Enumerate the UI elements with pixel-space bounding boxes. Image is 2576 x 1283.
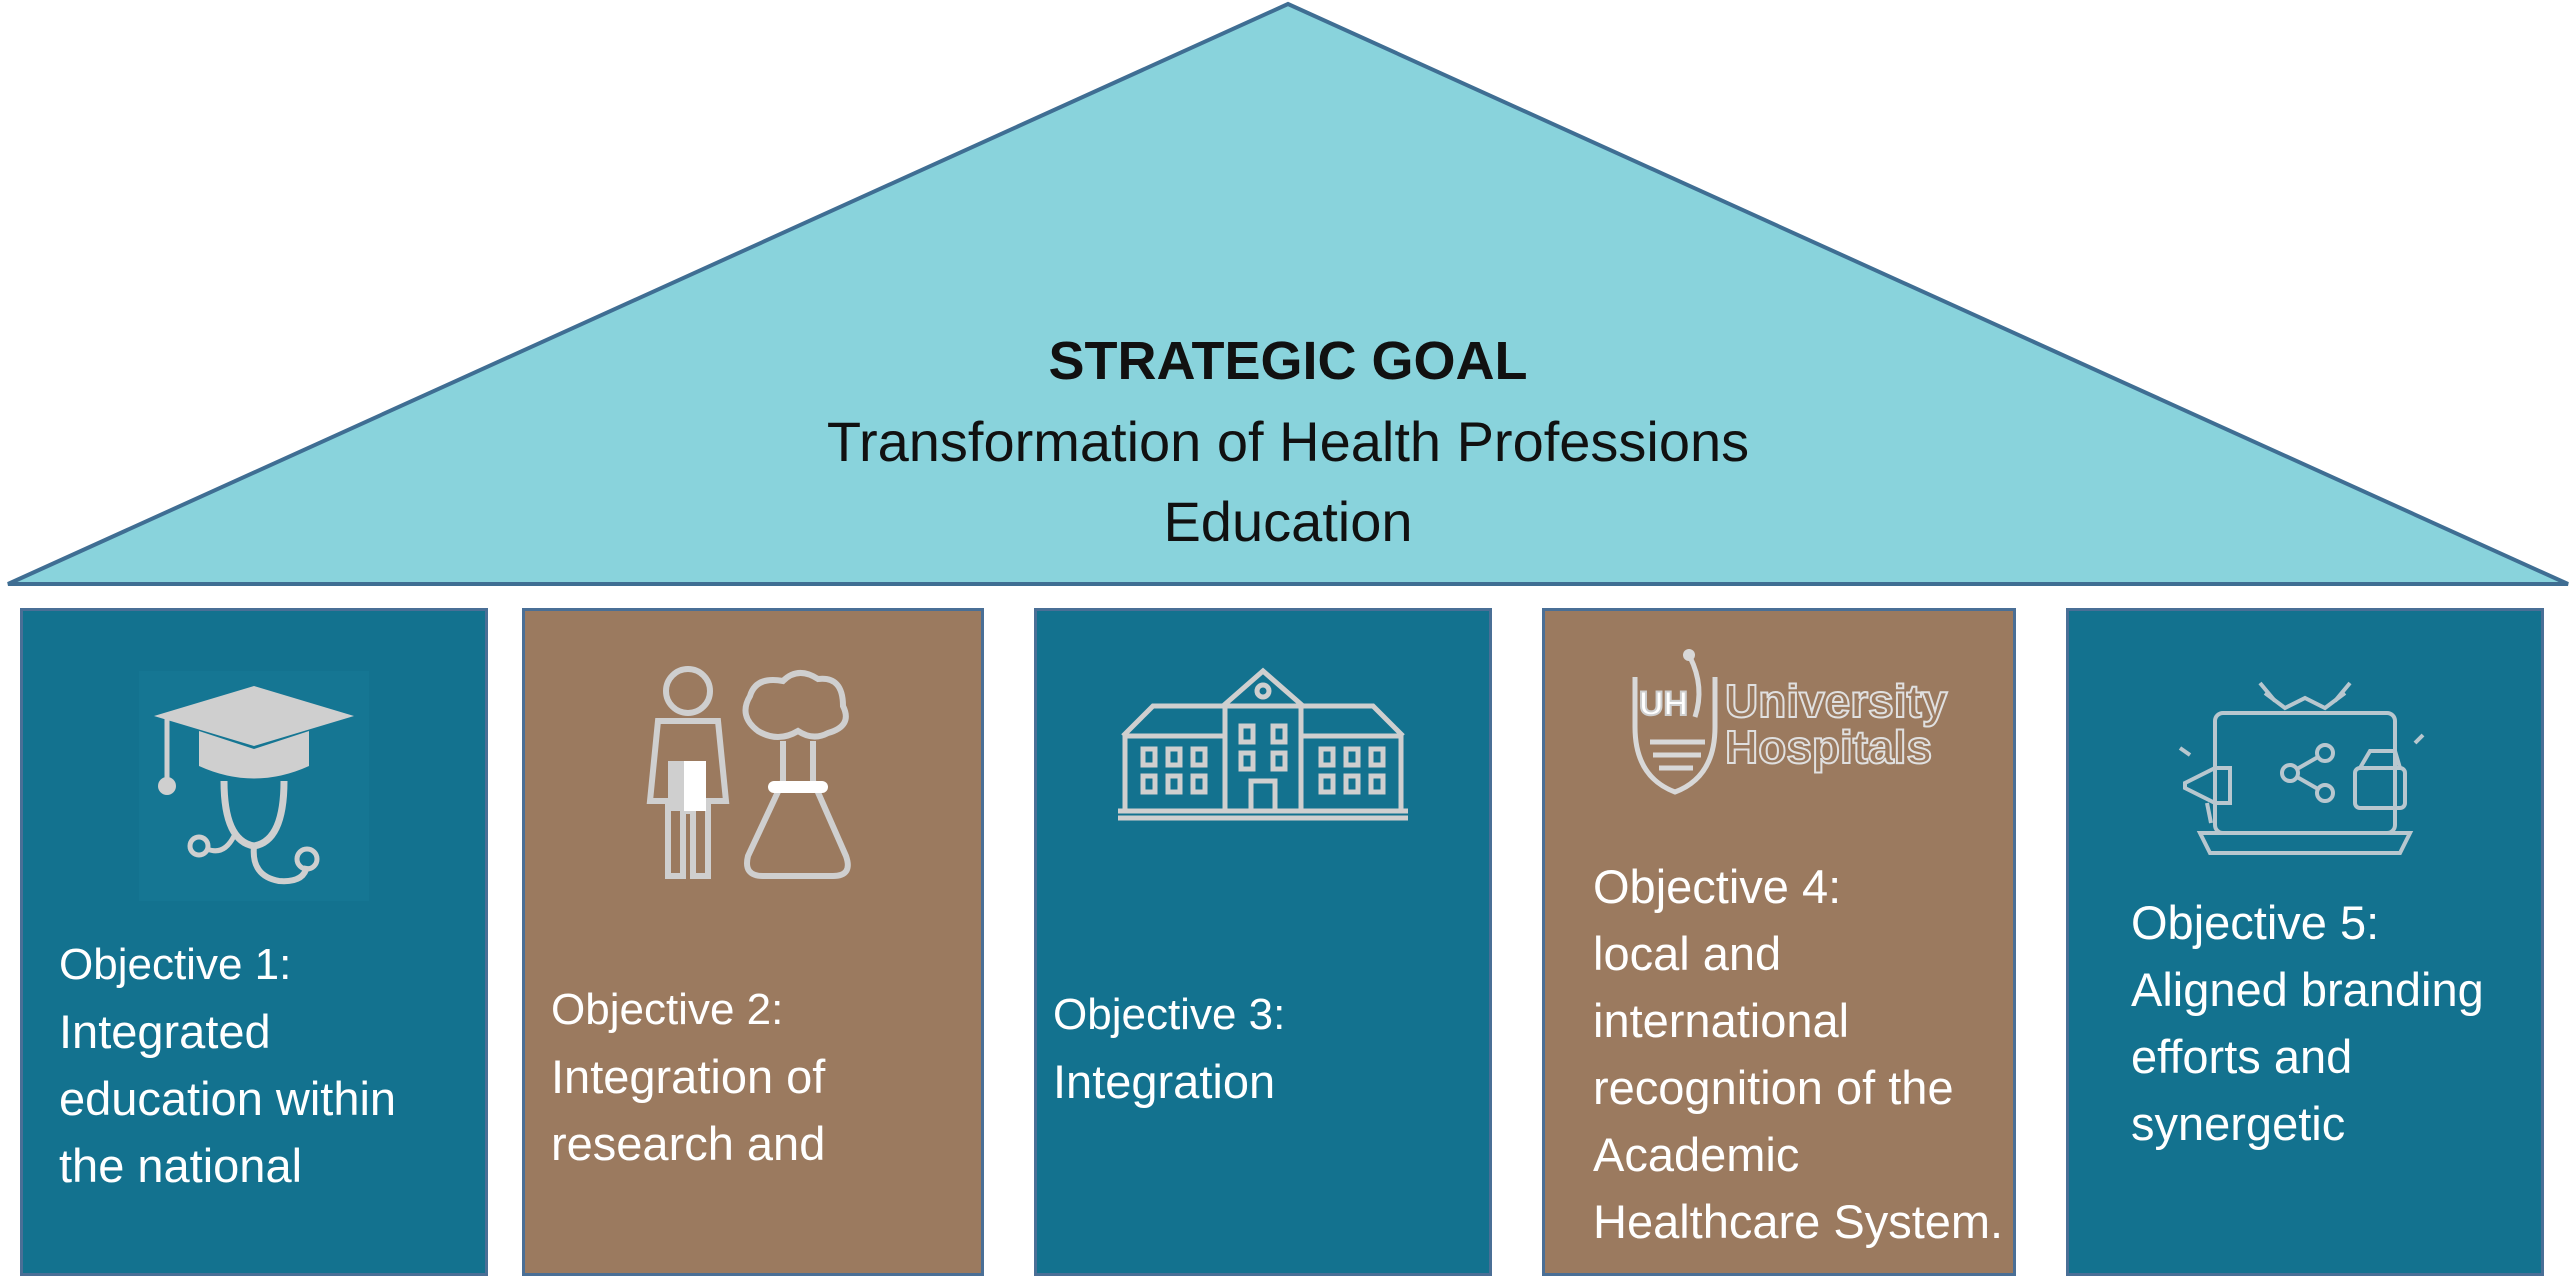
objective-label: Objective 1: [59, 940, 292, 989]
objective-1-pillar: Objective 1: Integrated education within… [20, 608, 488, 1276]
strategic-goal-title: STRATEGIC GOAL [1048, 331, 1528, 391]
objective-4-pillar: UH University Hospitals Objective 4: loc… [1542, 608, 2016, 1276]
objective-3-text: Objective 3: Integration [1053, 981, 1285, 1115]
objective-label: Objective 3: [1053, 990, 1286, 1039]
branding-laptop-icon [2069, 673, 2541, 873]
logo-monogram: UH [1638, 684, 1689, 724]
objective-description: Aligned branding efforts and synergetic [2131, 963, 2484, 1150]
objective-5-text: Objective 5: Aligned branding efforts an… [2131, 889, 2484, 1157]
objective-2-text: Objective 2: Integration of research and [551, 976, 825, 1177]
strategic-goal-description: Transformation of Health Professions Edu… [826, 410, 1750, 553]
objective-label: Objective 5: [2131, 896, 2380, 949]
objective-label: Objective 4: [1593, 860, 1842, 913]
objective-label: Objective 2: [551, 985, 784, 1034]
objective-4-text: Objective 4: local and international rec… [1593, 853, 2003, 1255]
objective-description: Integration of research and [551, 1050, 826, 1170]
objective-description: Integrated education within the national [59, 1005, 397, 1192]
researcher-flask-icon [525, 661, 981, 891]
objective-description: Integration [1053, 1055, 1276, 1108]
university-building-icon [1037, 661, 1489, 821]
objective-1-text: Objective 1: Integrated education within… [59, 931, 396, 1199]
objective-5-pillar: Objective 5: Aligned branding efforts an… [2066, 608, 2544, 1276]
graduation-cap-stethoscope-icon [23, 671, 485, 901]
objective-3-pillar: Objective 3: Integration [1034, 608, 1492, 1276]
logo-text-university: University [1724, 675, 1948, 727]
objective-description: local and international recognition of t… [1593, 927, 2004, 1248]
roof-triangle [7, 1, 2569, 586]
objective-2-pillar: Objective 2: Integration of research and [522, 608, 984, 1276]
university-hospitals-logo: UH University Hospitals [1625, 647, 1965, 797]
logo-text-hospitals: Hospitals [1724, 721, 1933, 773]
